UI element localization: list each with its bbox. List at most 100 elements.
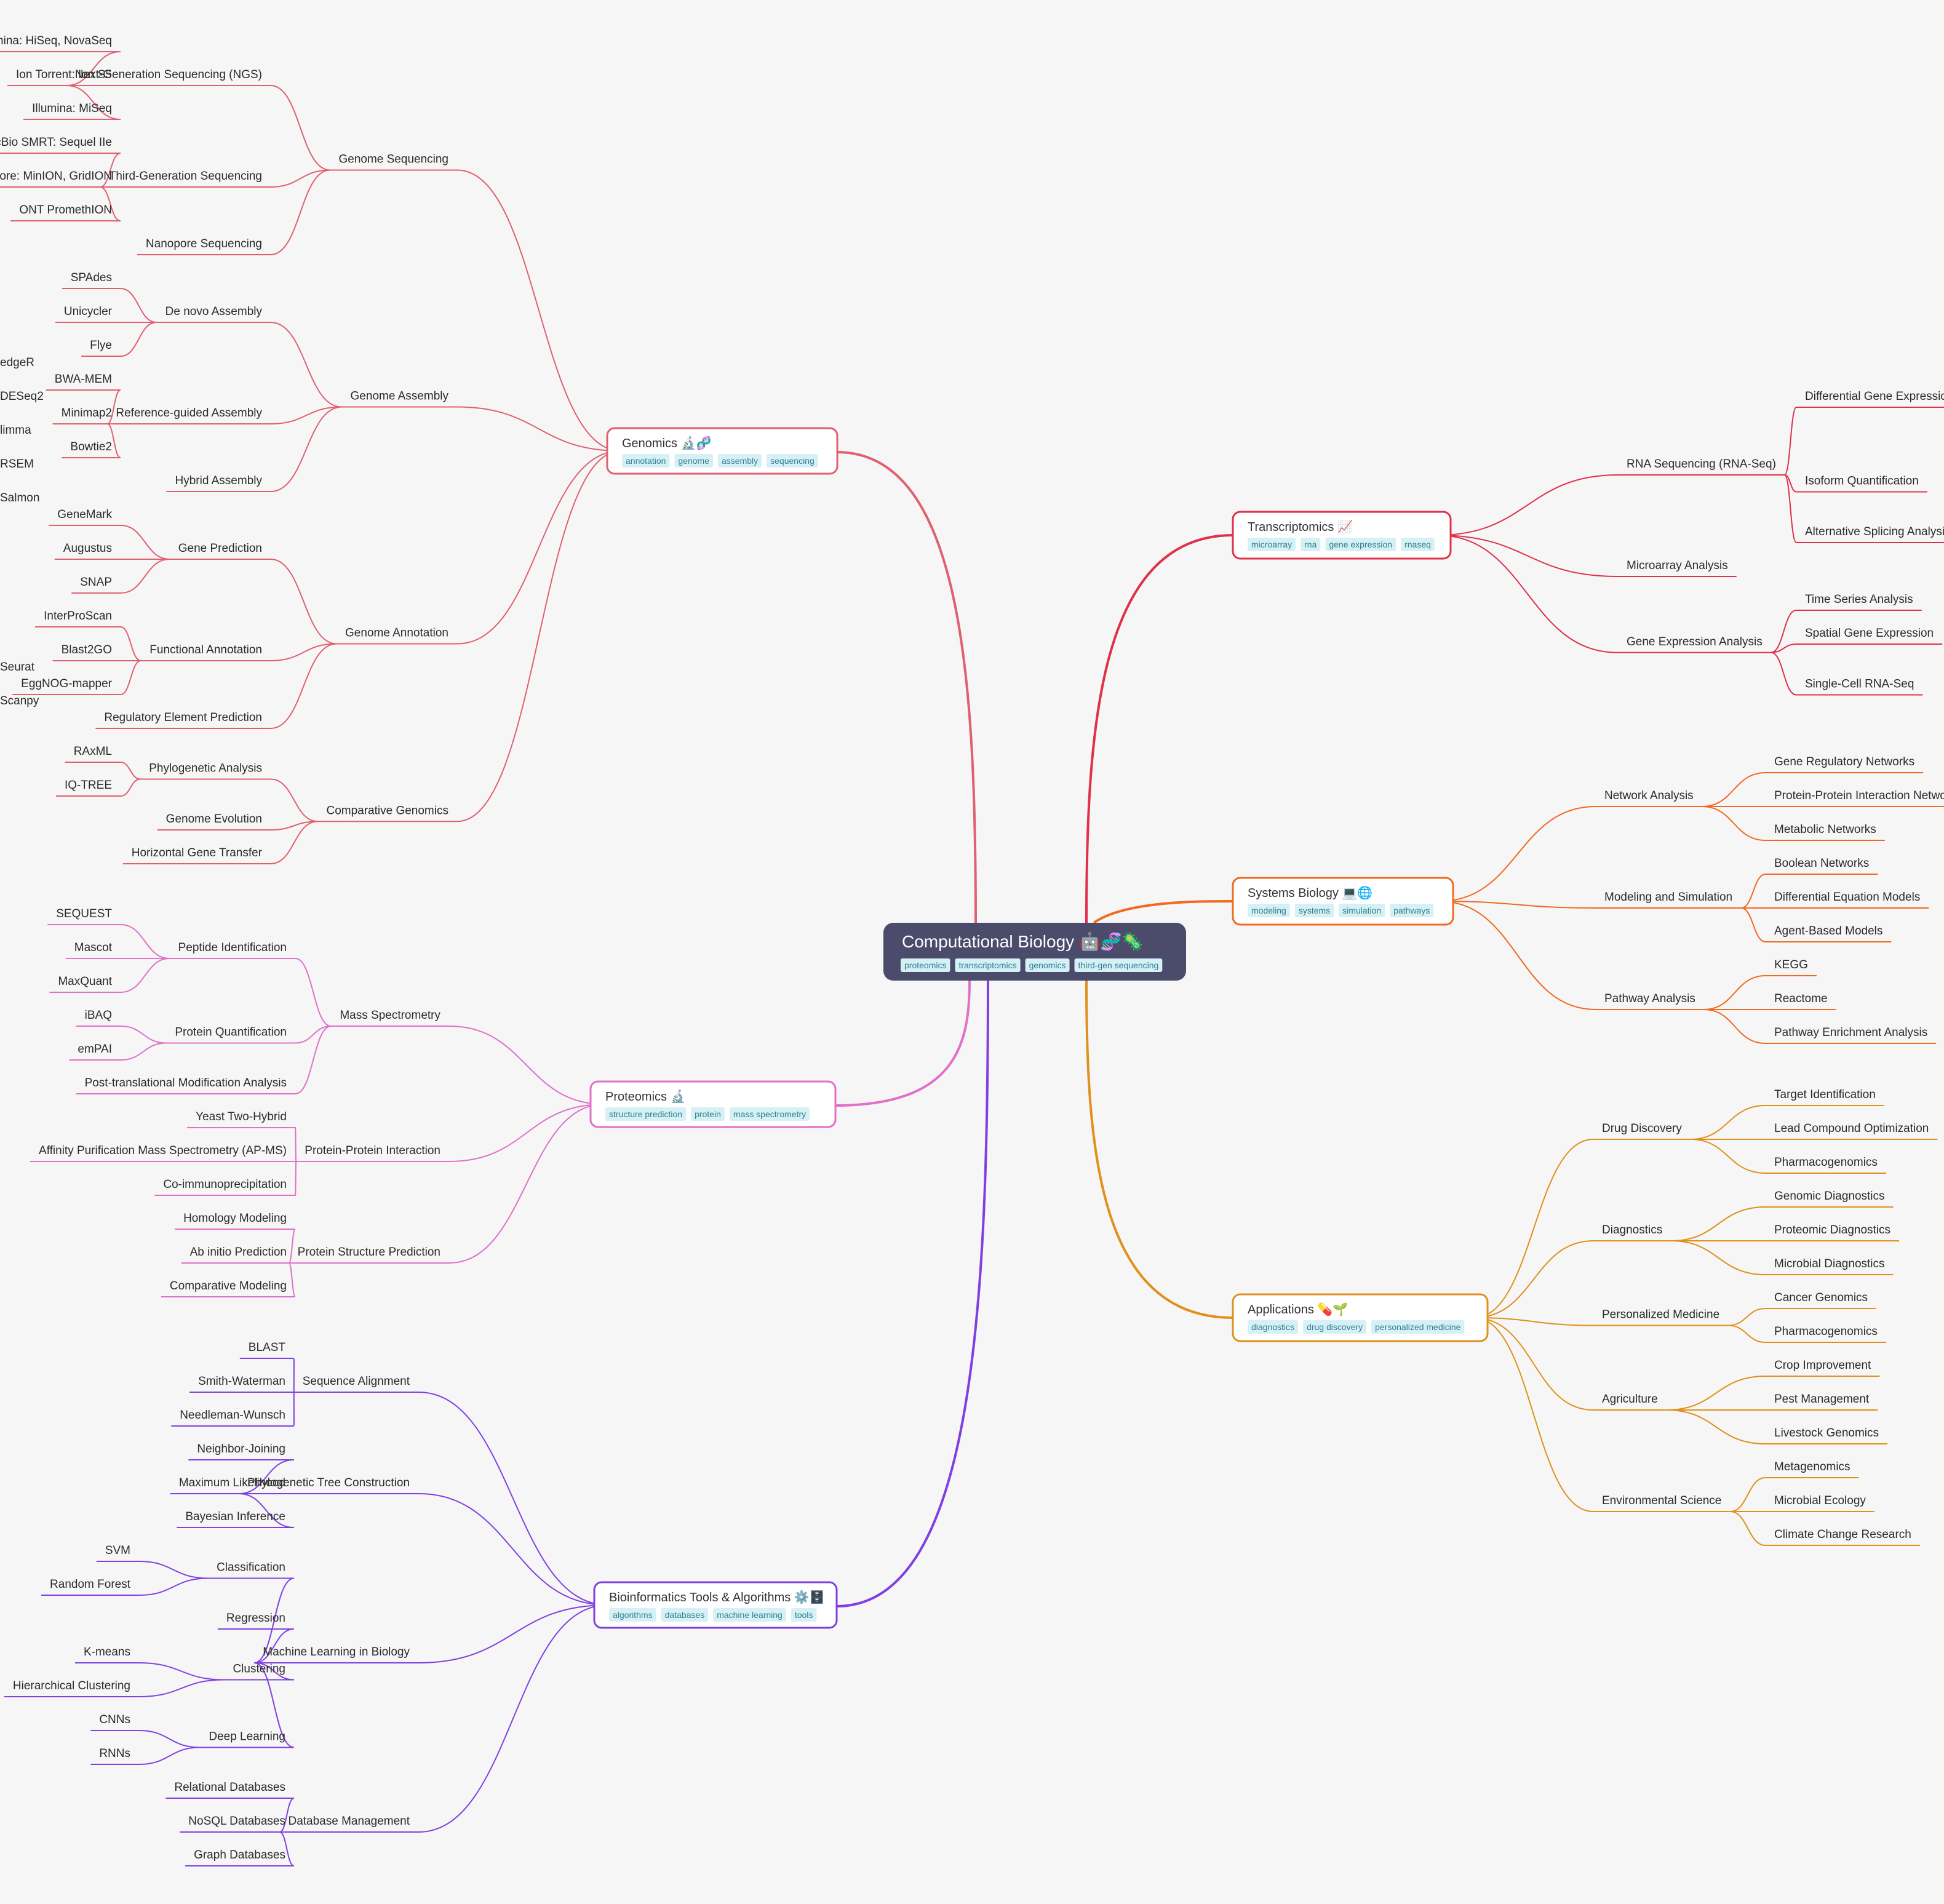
node-genemark[interactable]: GeneMark bbox=[49, 508, 121, 526]
node-cancer-genomics[interactable]: Cancer Genomics bbox=[1766, 1291, 1877, 1309]
node-single-cell-rna-seq[interactable]: Single-Cell RNA-Seq bbox=[1796, 678, 1923, 696]
node-minimap2[interactable]: Minimap2 bbox=[52, 407, 121, 424]
node-bwa-mem[interactable]: BWA-MEM bbox=[46, 373, 121, 391]
root-tag-chip[interactable]: transcriptomics bbox=[955, 958, 1021, 972]
node-deep-learning[interactable]: Deep Learning bbox=[200, 1731, 294, 1748]
node-isoform-quantification[interactable]: Isoform Quantification bbox=[1796, 475, 1927, 493]
node-maximum-likelihood[interactable]: Maximum Likelihood bbox=[170, 1476, 294, 1494]
tag-chip[interactable]: genome bbox=[674, 454, 713, 468]
node-functional-annotation[interactable]: Functional Annotation bbox=[141, 643, 271, 661]
node-smith-waterman[interactable]: Smith-Waterman bbox=[189, 1375, 294, 1393]
node-pest-management[interactable]: Pest Management bbox=[1766, 1393, 1878, 1411]
tag-chip[interactable]: modeling bbox=[1248, 904, 1290, 917]
node-iq-tree[interactable]: IQ-TREE bbox=[55, 779, 121, 797]
node-de-novo-assembly[interactable]: De novo Assembly bbox=[156, 305, 271, 323]
node-relational-databases[interactable]: Relational Databases bbox=[165, 1781, 294, 1799]
tag-chip[interactable]: mass spectrometry bbox=[729, 1107, 810, 1121]
node-agriculture[interactable]: Agriculture bbox=[1593, 1393, 1667, 1411]
node-gene-regulatory-networks[interactable]: Gene Regulatory Networks bbox=[1766, 755, 1924, 773]
node-ibaq[interactable]: iBAQ bbox=[76, 1009, 121, 1027]
node-neighbor-joining[interactable]: Neighbor-Joining bbox=[188, 1443, 294, 1460]
node-raxml[interactable]: RAxML bbox=[65, 745, 121, 763]
node-microbial-ecology[interactable]: Microbial Ecology bbox=[1766, 1494, 1874, 1512]
tag-chip[interactable]: databases bbox=[661, 1608, 709, 1622]
node-differential-gene-expression[interactable]: Differential Gene Expression bbox=[1796, 390, 1944, 408]
tag-chip[interactable]: algorithms bbox=[609, 1608, 656, 1622]
node-augustus[interactable]: Augustus bbox=[54, 542, 121, 560]
node-bayesian-inference[interactable]: Bayesian Inference bbox=[177, 1510, 294, 1528]
node-illumina-hiseq-novaseq[interactable]: Illumina: HiSeq, NovaSeq bbox=[0, 34, 121, 52]
node-gene-expression-analysis[interactable]: Gene Expression Analysis bbox=[1618, 635, 1771, 653]
node-salmon[interactable]: Salmon bbox=[0, 492, 39, 509]
node-lead-compound-optimization[interactable]: Lead Compound Optimization bbox=[1766, 1122, 1938, 1140]
root-tag-chip[interactable]: third-gen sequencing bbox=[1074, 958, 1163, 972]
node-regression[interactable]: Regression bbox=[217, 1612, 294, 1630]
tag-chip[interactable]: gene expression bbox=[1325, 538, 1396, 551]
node-time-series-analysis[interactable]: Time Series Analysis bbox=[1796, 593, 1922, 611]
node-nosql-databases[interactable]: NoSQL Databases bbox=[180, 1815, 294, 1833]
node-protein-protein-interaction[interactable]: Protein-Protein Interaction bbox=[296, 1144, 449, 1162]
tag-chip[interactable]: structure prediction bbox=[605, 1107, 687, 1121]
node-genome-assembly[interactable]: Genome Assembly bbox=[341, 390, 457, 408]
node-ab-initio-prediction[interactable]: Ab initio Prediction bbox=[181, 1246, 295, 1264]
node-third-generation-sequencing[interactable]: Third-Generation Sequencing bbox=[100, 170, 271, 188]
node-drug-discovery[interactable]: Drug Discovery bbox=[1593, 1122, 1691, 1140]
node-horizontal-gene-transfer[interactable]: Horizontal Gene Transfer bbox=[122, 846, 271, 864]
node-climate-change-research[interactable]: Climate Change Research bbox=[1766, 1528, 1920, 1546]
node-ion-torrent-ion-s5[interactable]: Ion Torrent: Ion S5 bbox=[7, 68, 121, 86]
tag-chip[interactable]: assembly bbox=[718, 454, 762, 468]
node-eggnog-mapper[interactable]: EggNOG-mapper bbox=[12, 677, 121, 695]
node-graph-databases[interactable]: Graph Databases bbox=[185, 1849, 294, 1866]
node-pharmacogenomics[interactable]: Pharmacogenomics bbox=[1766, 1156, 1886, 1174]
node-microarray-analysis[interactable]: Microarray Analysis bbox=[1618, 559, 1737, 577]
node-diagnostics[interactable]: Diagnostics bbox=[1593, 1224, 1671, 1241]
node-mascot[interactable]: Mascot bbox=[65, 941, 121, 959]
node-sequence-alignment[interactable]: Sequence Alignment bbox=[293, 1375, 418, 1393]
tag-chip[interactable]: simulation bbox=[1339, 904, 1385, 917]
node-blast2go[interactable]: Blast2GO bbox=[52, 643, 121, 661]
node-edger[interactable]: edgeR bbox=[0, 356, 34, 373]
node-snap[interactable]: SNAP bbox=[71, 576, 121, 594]
node-crop-improvement[interactable]: Crop Improvement bbox=[1766, 1359, 1880, 1377]
node-classification[interactable]: Classification bbox=[208, 1561, 294, 1579]
node-genome-evolution[interactable]: Genome Evolution bbox=[157, 813, 271, 831]
node-interproscan[interactable]: InterProScan bbox=[35, 610, 121, 627]
root-tag-chip[interactable]: proteomics bbox=[901, 958, 950, 972]
tag-chip[interactable]: personalized medicine bbox=[1371, 1320, 1465, 1334]
node-post-translational-modification-analysis[interactable]: Post-translational Modification Analysis bbox=[76, 1077, 295, 1094]
node-rsem[interactable]: RSEM bbox=[0, 458, 34, 475]
node-protein-quantification[interactable]: Protein Quantification bbox=[166, 1026, 295, 1044]
node-network-analysis[interactable]: Network Analysis bbox=[1596, 789, 1702, 807]
node-seurat[interactable]: Seurat bbox=[0, 661, 35, 678]
node-homology-modeling[interactable]: Homology Modeling bbox=[175, 1212, 295, 1230]
tag-chip[interactable]: rna bbox=[1301, 538, 1321, 551]
node-oxford-nanopore-minion-gridion[interactable]: Oxford Nanopore: MinION, GridION bbox=[0, 170, 121, 188]
tag-chip[interactable]: systems bbox=[1294, 904, 1334, 917]
node-pathway-analysis[interactable]: Pathway Analysis bbox=[1596, 992, 1704, 1010]
node-co-immunoprecipitation[interactable]: Co-immunoprecipitation bbox=[154, 1178, 295, 1196]
node-cnns[interactable]: CNNs bbox=[90, 1713, 139, 1731]
node-blast[interactable]: BLAST bbox=[239, 1341, 294, 1359]
node-ont-promethion[interactable]: ONT PromethION bbox=[10, 204, 121, 221]
node-empai[interactable]: emPAI bbox=[69, 1043, 121, 1061]
node-metabolic-networks[interactable]: Metabolic Networks bbox=[1766, 823, 1885, 841]
branch-card-tools[interactable]: Bioinformatics Tools & Algorithms ⚙️🗄️al… bbox=[593, 1581, 838, 1629]
node-k-means[interactable]: K-means bbox=[74, 1646, 139, 1663]
node-sequest[interactable]: SEQUEST bbox=[47, 907, 121, 925]
tag-chip[interactable]: sequencing bbox=[767, 454, 818, 468]
tag-chip[interactable]: annotation bbox=[622, 454, 670, 468]
node-genome-sequencing[interactable]: Genome Sequencing bbox=[330, 153, 457, 171]
node-unicycler[interactable]: Unicycler bbox=[55, 305, 121, 323]
tag-chip[interactable]: rnaseq bbox=[1401, 538, 1435, 551]
node-personalized-medicine[interactable]: Personalized Medicine bbox=[1593, 1309, 1729, 1326]
node-svm[interactable]: SVM bbox=[96, 1544, 139, 1562]
root-tag-chip[interactable]: genomics bbox=[1025, 958, 1070, 972]
node-comparative-modeling[interactable]: Comparative Modeling bbox=[161, 1280, 295, 1297]
node-database-management[interactable]: Database Management bbox=[279, 1815, 418, 1833]
node-reference-guided-assembly[interactable]: Reference-guided Assembly bbox=[107, 407, 271, 424]
node-affinity-purification-mass-spectrometry-ap-ms[interactable]: Affinity Purification Mass Spectrometry … bbox=[30, 1144, 295, 1162]
node-pharmacogenomics[interactable]: Pharmacogenomics bbox=[1766, 1325, 1886, 1343]
node-spatial-gene-expression[interactable]: Spatial Gene Expression bbox=[1796, 627, 1943, 645]
node-hybrid-assembly[interactable]: Hybrid Assembly bbox=[166, 474, 271, 492]
